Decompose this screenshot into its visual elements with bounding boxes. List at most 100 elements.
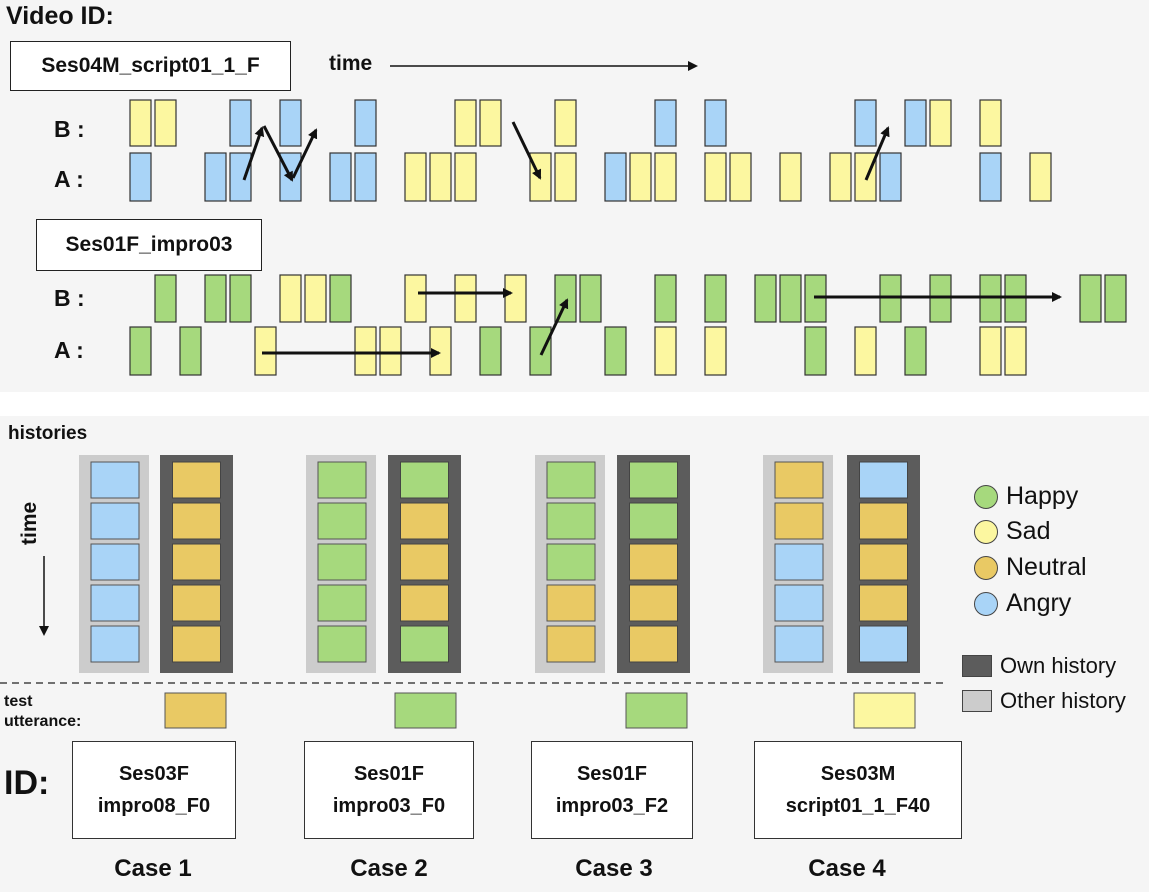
legend-neutral: Neutral [974, 553, 1087, 582]
sad-dot-icon [974, 519, 998, 544]
test-utterance-block [853, 692, 916, 729]
utterance-block-a [729, 152, 752, 202]
case-2-label: Case 2 [350, 855, 428, 882]
row-b-label-2: B : [54, 285, 85, 311]
utterance-block-a [1004, 326, 1027, 376]
utterance-block-b [504, 274, 527, 323]
utterance-block-a [329, 152, 352, 202]
history-cell [629, 584, 678, 622]
utterance-block-a [254, 326, 277, 376]
history-cell [546, 584, 596, 622]
utterance-block-b [554, 274, 577, 323]
history-cell [774, 625, 824, 663]
utterance-block-b [1104, 274, 1127, 323]
transition-arrow [864, 126, 890, 181]
case-3-id-line2: impro03_F2 [555, 795, 669, 817]
history-cell [859, 625, 908, 663]
test-utterance-label-line1: test [4, 693, 33, 710]
history-cell [774, 502, 824, 540]
history-cell [400, 543, 449, 581]
case-1-id-box: Ses03F impro08_F0 [72, 741, 236, 839]
utterance-block-a [429, 326, 452, 376]
history-cell [172, 461, 221, 499]
utterance-block-b [929, 99, 952, 147]
utterance-block-b [229, 99, 252, 147]
history-cell [546, 543, 596, 581]
legend-neutral-label: Neutral [1006, 553, 1087, 581]
utterance-block-b [654, 274, 677, 323]
utterance-block-a [604, 152, 627, 202]
utterance-block-a [979, 152, 1002, 202]
histories-label: histories [8, 423, 88, 444]
row-a-label-2: A : [54, 337, 84, 363]
utterance-block-b [854, 99, 877, 147]
utterance-block-b [404, 274, 427, 323]
utterance-block-b [279, 274, 302, 323]
utterance-block-b [654, 99, 677, 147]
happy-dot-icon [974, 484, 998, 509]
history-cell [172, 625, 221, 663]
legend-sad: Sad [974, 517, 1050, 546]
utterance-block-a [354, 326, 377, 376]
utterance-block-b [904, 99, 927, 147]
case-4-label: Case 4 [808, 855, 886, 882]
utterance-block-b [154, 274, 177, 323]
utterance-block-b [979, 99, 1002, 147]
utterance-block-a [229, 152, 252, 202]
history-cell [859, 584, 908, 622]
history-cell [546, 625, 596, 663]
utterance-block-a [704, 152, 727, 202]
history-cell [172, 502, 221, 540]
video-id-label: Video ID: [6, 2, 114, 30]
utterance-block-a [879, 152, 902, 202]
time-vertical-label: time [18, 501, 41, 545]
utterance-block-a [454, 152, 477, 202]
utterance-block-b [704, 274, 727, 323]
utterance-block-a [704, 326, 727, 376]
utterance-block-b [304, 274, 327, 323]
utterance-block-a [379, 326, 402, 376]
other-history-swatch-icon [962, 690, 992, 712]
legend-other-history: Other history [962, 688, 1126, 714]
history-cell [317, 543, 367, 581]
utterance-block-b [154, 99, 177, 147]
legend-angry-label: Angry [1006, 589, 1072, 617]
utterance-block-a [904, 326, 927, 376]
case-4-id-box: Ses03M script01_1_F40 [754, 741, 962, 839]
history-cell [317, 502, 367, 540]
history-cell [774, 584, 824, 622]
case-1-id-line1: Ses03F [118, 763, 190, 785]
utterance-block-b [754, 274, 777, 323]
transition-arrow [291, 128, 318, 179]
legend-happy-label: Happy [1006, 482, 1079, 510]
utterance-block-a [479, 326, 502, 376]
utterance-block-a [779, 152, 802, 202]
legend-other-history-label: Other history [1000, 688, 1126, 713]
history-cell [90, 584, 140, 622]
history-cell [90, 543, 140, 581]
history-cell [400, 461, 449, 499]
history-cell [629, 461, 678, 499]
history-cell [400, 625, 449, 663]
transition-arrow [262, 125, 294, 182]
utterance-block-a [179, 326, 202, 376]
utterance-block-b [554, 99, 577, 147]
test-utterance-label-line2: utterance: [4, 713, 82, 730]
utterance-block-a [404, 152, 427, 202]
history-cell [400, 502, 449, 540]
history-cell [859, 543, 908, 581]
utterance-block-a [629, 152, 652, 202]
test-utterance-label: test utterance: [4, 692, 81, 732]
history-cell [90, 625, 140, 663]
utterance-block-a [429, 152, 452, 202]
utterance-block-a [829, 152, 852, 202]
history-cell [774, 461, 824, 499]
utterance-block-a [804, 326, 827, 376]
history-cell [859, 502, 908, 540]
legend-own-history: Own history [962, 653, 1116, 679]
history-cell [317, 625, 367, 663]
row-a-label-1: A : [54, 166, 84, 192]
utterance-block-a [554, 152, 577, 202]
history-cell [172, 584, 221, 622]
